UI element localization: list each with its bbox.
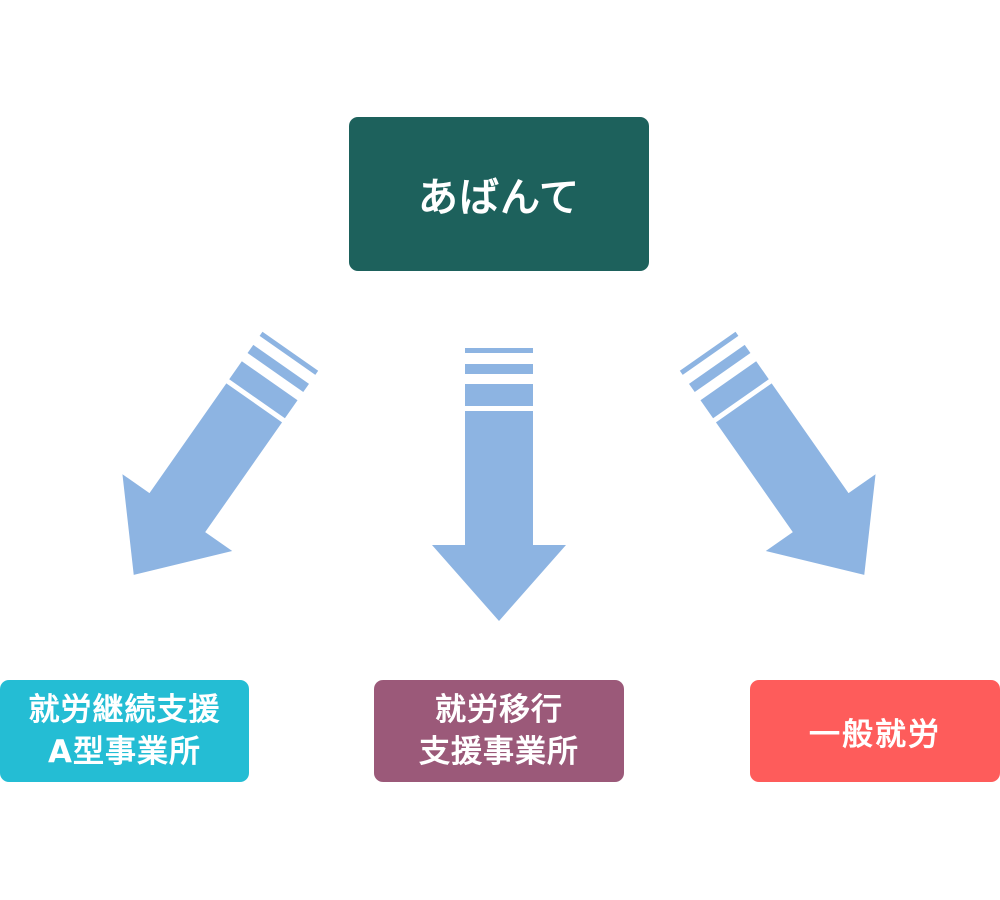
arrow-stripe <box>259 331 319 375</box>
arrow-stripe <box>465 348 533 353</box>
arrow-to-general-employment <box>679 331 876 575</box>
arrow-stripe <box>465 384 533 406</box>
arrow-body <box>715 383 876 575</box>
arrow-stripe <box>679 331 739 375</box>
arrow-to-transition-support <box>432 348 566 621</box>
arrow-stripe <box>689 344 751 393</box>
arrow-body <box>122 383 283 575</box>
arrow-stripe <box>465 364 533 374</box>
target-node-general-box: 一般就労 <box>750 680 1000 782</box>
arrow-stripe <box>700 361 769 419</box>
target-node-label-line: 支援事業所 <box>419 734 579 770</box>
target-node-label-line: 就労移行 <box>435 692 563 728</box>
source-node-label: あばんて <box>418 175 580 221</box>
source-node-box: あばんて <box>349 117 649 271</box>
target-node-label-line: 就労継続支援 <box>28 692 221 728</box>
arrow-body <box>432 411 566 621</box>
target-node-type-a-box: 就労継続支援 A型事業所 <box>0 680 249 782</box>
target-node-label-line: A型事業所 <box>48 734 201 770</box>
target-node-label-line: 一般就労 <box>809 716 941 753</box>
arrow-stripe <box>247 344 309 393</box>
target-node-transition-box: 就労移行 支援事業所 <box>374 680 624 782</box>
arrow-to-type-a <box>122 331 319 575</box>
arrow-stripe <box>229 361 298 419</box>
